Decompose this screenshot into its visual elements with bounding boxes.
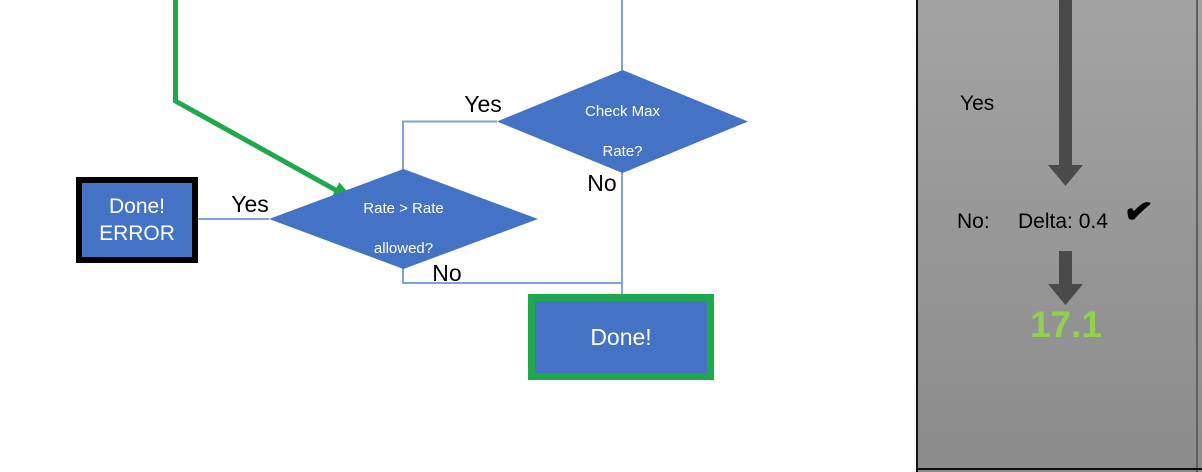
- panel-yes-label: Yes: [960, 92, 995, 115]
- branch-label-check-yes: Yes: [464, 91, 502, 117]
- result-value: 17.1: [1029, 304, 1102, 345]
- panel-no-label: No:: [957, 210, 990, 233]
- decision-check-max-rate-text-line1: Check Max: [584, 102, 661, 120]
- terminator-done-label: Done!: [590, 323, 652, 350]
- branch-label-rate-no: No: [432, 260, 462, 286]
- down-arrow-top-shaft: [1059, 0, 1072, 166]
- decision-check-max-rate-text-line2: Rate?: [602, 142, 643, 160]
- panel-right-border: [1196, 0, 1198, 472]
- decision-rate-allowed-text-line2: allowed?: [373, 240, 434, 257]
- panel-delta-value: Delta: 0.4: [1018, 210, 1108, 233]
- down-arrow-bottom-shaft: [1059, 251, 1072, 285]
- terminator-done-error-line2: ERROR: [99, 222, 175, 245]
- branch-label-check-no: No: [587, 170, 617, 196]
- green-flow-line: [173, 0, 343, 196]
- connector-check-yes-branch: [402, 120, 497, 170]
- panel-bottom-border: [918, 468, 1202, 470]
- terminator-done-error: Done! ERROR: [76, 177, 198, 263]
- down-arrow-top-head: [1048, 165, 1083, 186]
- branch-label-rate-yes: Yes: [231, 191, 269, 217]
- terminator-done: Done!: [528, 294, 714, 380]
- connector-rate-no-branch: [402, 268, 622, 284]
- side-summary-panel: Yes No: Delta: 0.4 ✔ 17.1: [916, 0, 1202, 472]
- decision-rate-allowed-text-line1: Rate > Rate: [363, 200, 444, 217]
- checkmark-icon: ✔: [1121, 191, 1156, 233]
- terminator-done-error-line1: Done!: [108, 195, 166, 218]
- down-arrow-bottom-head: [1048, 284, 1083, 305]
